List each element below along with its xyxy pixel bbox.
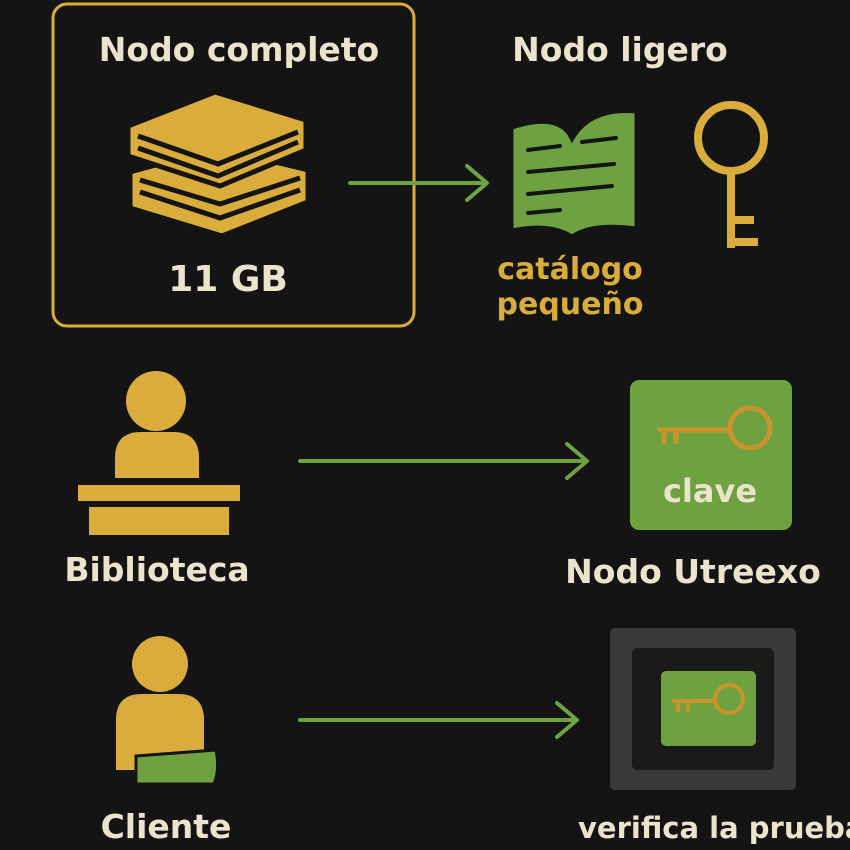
client-person-icon bbox=[116, 636, 220, 786]
key-card-icon bbox=[630, 380, 792, 530]
verify-label: verifica la prueba bbox=[578, 811, 850, 845]
librarian-icon bbox=[78, 371, 240, 535]
key-card-label: clave bbox=[662, 472, 758, 510]
full-node-frame bbox=[51, 2, 416, 328]
full-node-title: Nodo completo bbox=[98, 30, 380, 69]
proof-screen-icon bbox=[610, 628, 796, 790]
books-stack-icon bbox=[125, 89, 311, 239]
arrow-library-to-utreexo bbox=[298, 442, 589, 480]
library-label: Biblioteca bbox=[64, 550, 250, 589]
arrow-full-to-light bbox=[348, 164, 489, 202]
catalog-label-line1: catálogo bbox=[497, 252, 643, 287]
arrow-client-to-verify bbox=[298, 701, 579, 739]
client-label: Cliente bbox=[100, 807, 232, 846]
catalog-label-line2: pequeño bbox=[496, 287, 644, 322]
open-book-icon bbox=[510, 110, 638, 238]
light-node-title: Nodo ligero bbox=[512, 30, 728, 69]
key-icon bbox=[694, 101, 768, 248]
utreexo-label: Nodo Utreexo bbox=[565, 552, 821, 591]
full-node-size: 11 GB bbox=[168, 259, 288, 300]
